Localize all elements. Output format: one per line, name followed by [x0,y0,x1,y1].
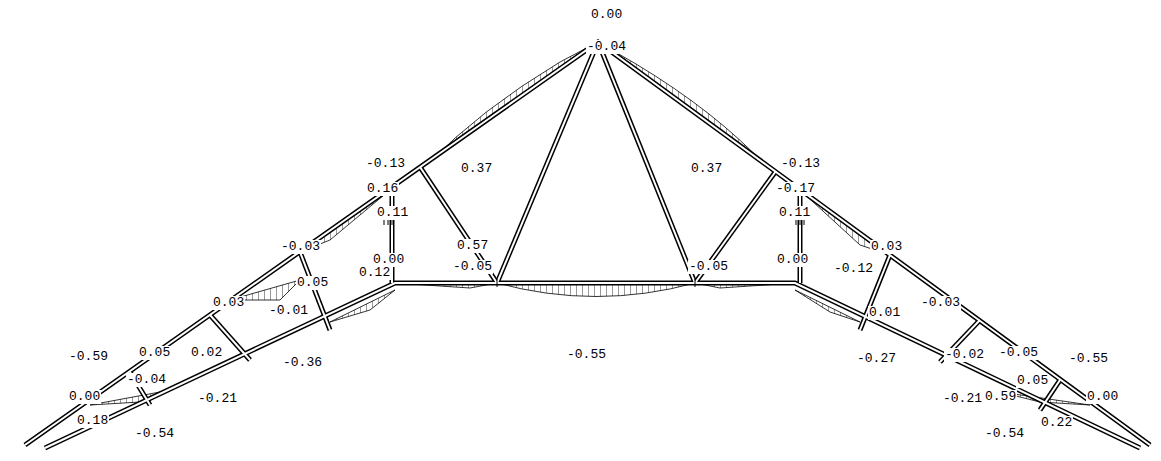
member-value: 0.00 [372,253,405,267]
member-value: 0.22 [1040,416,1073,430]
member-value: 0.57 [456,239,489,253]
member-value: 0.11 [778,206,811,220]
member-value: 0.05 [1016,374,1049,388]
member-value: -0.17 [775,182,816,196]
member-value: 0.11 [376,206,409,220]
member-value: -0.21 [942,392,983,406]
member-value: -0.04 [126,373,167,387]
member-value: -0.03 [280,240,321,254]
member-value: -0.55 [1068,352,1109,366]
member-value: -0.03 [920,296,961,310]
member-value: 0.00 [776,253,809,267]
member-value: -0.01 [268,304,309,318]
member-value: -0.36 [282,356,323,370]
member-value: 0.00 [1086,390,1119,404]
member-value: -0.21 [197,392,238,406]
member-value: -0.12 [833,262,874,276]
member-value: -0.05 [688,260,729,274]
member-value: 0.00 [590,8,623,22]
member-value: 0.05 [296,276,329,290]
member-value: 0.03 [212,296,245,310]
member-value: -0.13 [365,157,406,171]
truss-members [25,42,1150,448]
member-value: 0.00 [68,390,101,404]
member-value: -0.27 [856,352,897,366]
member-value: -0.13 [780,157,821,171]
member-value: -0.04 [586,40,627,54]
member-value: 0.12 [358,266,391,280]
member-value: 0.05 [138,346,171,360]
member-value: -0.55 [566,348,607,362]
member-value: -0.59 [68,350,109,364]
member-value: -0.54 [984,427,1025,441]
member-value: -0.02 [944,348,985,362]
member-value: 0.01 [868,306,901,320]
member-value: -0.54 [134,427,175,441]
member-value: 0.18 [76,414,109,428]
member-value: 0.37 [690,162,723,176]
member-value: 0.59 [984,390,1017,404]
member-value: -0.05 [452,260,493,274]
member-value: -0.05 [998,346,1039,360]
member-value: 0.16 [366,182,399,196]
member-value: 0.37 [460,162,493,176]
member-value: 0.03 [870,240,903,254]
member-value: 0.02 [190,346,223,360]
